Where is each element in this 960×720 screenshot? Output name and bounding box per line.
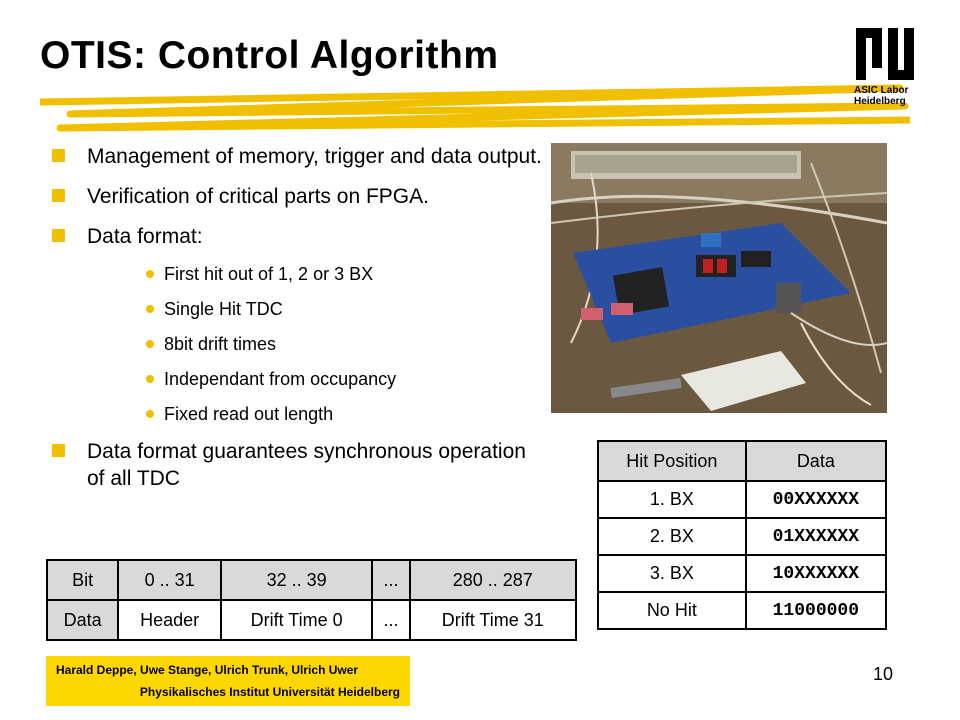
table-cell: 3. BX: [597, 554, 747, 593]
table-cell: 1. BX: [597, 480, 747, 519]
table-cell: No Hit: [597, 591, 747, 630]
sub-bullet-text: Independant from occupancy: [164, 369, 397, 389]
bullet-text: Data format guarantees synchronous opera…: [87, 440, 526, 490]
table-header-cell: Data: [744, 440, 888, 482]
table-cell: 10XXXXXX: [744, 554, 888, 593]
table-row: 3. BX 10XXXXXX: [597, 554, 888, 593]
sub-bullet-item: First hit out of 1, 2 or 3 BX: [52, 263, 542, 285]
sub-bullet-item: Fixed read out length: [52, 403, 542, 425]
table-header-cell: Data: [45, 599, 120, 641]
table-cell: Header: [117, 599, 222, 641]
bullet-list: Management of memory, trigger and data o…: [52, 143, 542, 505]
table-cell: 0 .. 31: [117, 559, 222, 601]
table-cell: ...: [371, 599, 411, 641]
table-cell: 11000000: [744, 591, 888, 630]
page-number: 10: [873, 664, 894, 684]
table-row: No Hit 11000000: [597, 591, 888, 630]
bullet-square-icon: [52, 229, 65, 242]
bullet-square-icon: [52, 444, 65, 457]
fpga-board-photo: [551, 143, 887, 413]
sub-bullet-text: Fixed read out length: [164, 404, 334, 424]
table-row: Bit 0 .. 31 32 .. 39 ... 280 .. 287: [45, 559, 578, 601]
slide-title: OTIS: Control Algorithm: [40, 34, 499, 77]
table-cell: Drift Time 31: [408, 599, 578, 641]
sub-bullet-list: First hit out of 1, 2 or 3 BX Single Hit…: [52, 263, 542, 425]
table-header-row: Hit Position Data: [597, 440, 888, 482]
asic-labor-logo: [856, 28, 914, 80]
footer-credits: Harald Deppe, Uwe Stange, Ulrich Trunk, …: [46, 656, 410, 706]
bullet-item: Management of memory, trigger and data o…: [52, 143, 542, 170]
bullet-dot-icon: [146, 340, 154, 348]
title-underline-scribble: [40, 84, 910, 132]
table-cell: ...: [371, 559, 411, 601]
sub-bullet-text: Single Hit TDC: [164, 299, 283, 319]
bullet-dot-icon: [146, 410, 154, 418]
bullet-item: Verification of critical parts on FPGA.: [52, 183, 542, 210]
logo-text: ASIC Labor Heidelberg: [854, 85, 908, 107]
table-header-cell: Hit Position: [597, 440, 747, 482]
table-cell: 00XXXXXX: [744, 480, 888, 519]
table-row: 2. BX 01XXXXXX: [597, 517, 888, 556]
table-cell: 280 .. 287: [408, 559, 578, 601]
sub-bullet-item: Single Hit TDC: [52, 298, 542, 320]
logo-line-1: ASIC Labor: [854, 85, 909, 96]
footer-authors: Harald Deppe, Uwe Stange, Ulrich Trunk, …: [56, 663, 359, 677]
bullet-dot-icon: [146, 305, 154, 313]
table-cell: 32 .. 39: [219, 559, 374, 601]
table-header-cell: Bit: [45, 559, 120, 601]
sub-bullet-item: Independant from occupancy: [52, 368, 542, 390]
bullet-dot-icon: [146, 270, 154, 278]
table-row: Data Header Drift Time 0 ... Drift Time …: [45, 599, 578, 641]
bullet-text: Verification of critical parts on FPGA.: [87, 185, 429, 208]
bullet-dot-icon: [146, 375, 154, 383]
table-row: 1. BX 00XXXXXX: [597, 480, 888, 519]
bullet-item: Data format:: [52, 223, 542, 250]
bullet-item: Data format guarantees synchronous opera…: [52, 438, 542, 492]
data-format-table: Bit 0 .. 31 32 .. 39 ... 280 .. 287 Data…: [45, 559, 578, 641]
table-cell: 01XXXXXX: [744, 517, 888, 556]
bullet-text: Data format:: [87, 225, 203, 248]
footer-institute: Physikalisches Institut Universität Heid…: [139, 685, 400, 699]
sub-bullet-text: 8bit drift times: [164, 334, 277, 354]
logo-line-2: Heidelberg: [854, 96, 906, 107]
bullet-text: Management of memory, trigger and data o…: [87, 145, 542, 168]
hit-position-table: Hit Position Data 1. BX 00XXXXXX 2. BX 0…: [597, 440, 888, 630]
table-cell: Drift Time 0: [219, 599, 374, 641]
sub-bullet-text: First hit out of 1, 2 or 3 BX: [164, 264, 374, 284]
bullet-square-icon: [52, 149, 65, 162]
bullet-square-icon: [52, 189, 65, 202]
table-cell: 2. BX: [597, 517, 747, 556]
sub-bullet-item: 8bit drift times: [52, 333, 542, 355]
